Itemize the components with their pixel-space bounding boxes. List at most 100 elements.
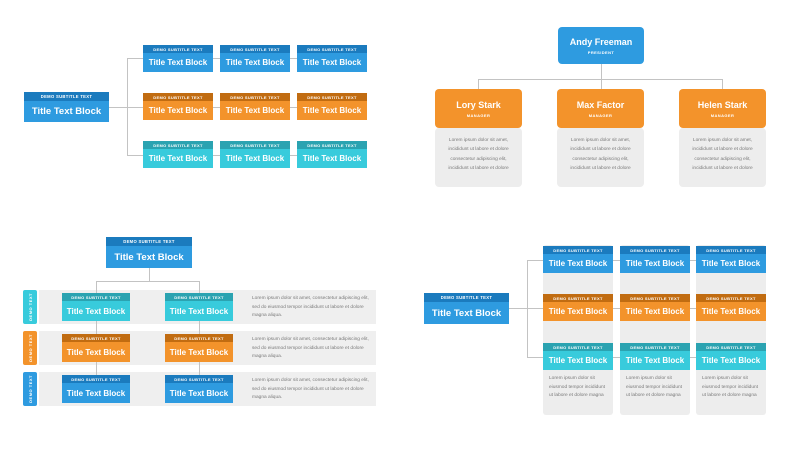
column-footer-text: Lorem ipsum dolor sit eiusmod tempor inc… [702,376,758,399]
column-card [696,245,766,415]
title-text-block: DEMO SUBTITLE TEXT Title Text Block [62,334,130,362]
block-subtitle: DEMO SUBTITLE TEXT [220,45,290,53]
title-text-block: DEMO SUBTITLE TEXT Title Text Block [620,246,690,273]
connector-line [527,260,543,261]
block-subtitle: DEMO SUBTITLE TEXT [220,93,290,101]
block-subtitle: DEMO SUBTITLE TEXT [62,334,130,342]
title-text-block: DEMO SUBTITLE TEXT Title Text Block [165,375,233,403]
title-text-block: DEMO SUBTITLE TEXT Title Text Block [696,343,766,370]
connector-line [613,308,620,309]
connector-line [290,155,297,156]
side-tab-label: DEMO TEXT [27,375,33,403]
block-title: Title Text Block [165,342,233,362]
connector-line [149,268,150,281]
block-subtitle: DEMO SUBTITLE TEXT [424,293,509,302]
manager-node: Max Factor MANAGER [557,89,644,128]
block-title: Title Text Block [620,302,690,321]
manager-description-card: Lorem ipsum dolor sit amet, incididunt u… [679,128,766,187]
connector-line [96,281,97,293]
block-title: Title Text Block [220,101,290,120]
column-footer-text: Lorem ipsum dolor sit eiusmod tempor inc… [549,376,605,399]
block-title: Title Text Block [143,53,213,72]
manager-role: MANAGER [466,112,491,118]
title-text-block: DEMO SUBTITLE TEXT Title Text Block [220,93,290,120]
block-title: Title Text Block [297,53,367,72]
title-text-block: DEMO SUBTITLE TEXT Title Text Block [62,293,130,321]
row-side-tab: DEMO TEXT [23,290,37,324]
block-subtitle: DEMO SUBTITLE TEXT [143,93,213,101]
row-description: Lorem ipsum dolor sit amet, consectetur … [252,296,369,319]
block-subtitle: DEMO SUBTITLE TEXT [106,237,192,246]
block-title: Title Text Block [297,101,367,120]
block-subtitle: DEMO SUBTITLE TEXT [543,246,613,254]
block-title: Title Text Block [297,149,367,168]
connector-line [96,362,97,375]
title-text-block: DEMO SUBTITLE TEXT Title Text Block [143,45,213,72]
connector-line [690,308,696,309]
connector-line [213,58,220,59]
row-description: Lorem ipsum dolor sit amet, consectetur … [252,337,369,360]
block-title: Title Text Block [543,302,613,321]
title-text-block: DEMO SUBTITLE TEXT Title Text Block [543,294,613,321]
side-tab-label: DEMO TEXT [27,334,33,362]
block-subtitle: DEMO SUBTITLE TEXT [696,246,766,254]
connector-line [690,260,696,261]
title-text-block: DEMO SUBTITLE TEXT Title Text Block [696,294,766,321]
block-title: Title Text Block [165,301,233,321]
block-title: Title Text Block [543,351,613,370]
block-subtitle: DEMO SUBTITLE TEXT [24,92,109,101]
title-text-block: DEMO SUBTITLE TEXT Title Text Block [220,45,290,72]
connector-line [527,357,543,358]
connector-line [199,281,200,293]
connector-line [213,107,220,108]
block-title: Title Text Block [62,383,130,403]
connector-line [96,321,97,334]
manager-role: MANAGER [588,112,613,118]
block-subtitle: DEMO SUBTITLE TEXT [62,293,130,301]
connector-line [127,58,143,59]
column-footer-text: Lorem ipsum dolor sit eiusmod tempor inc… [626,376,682,399]
connector-line [109,107,143,108]
title-text-block: DEMO SUBTITLE TEXT Title Text Block [143,141,213,168]
row-side-tab: DEMO TEXT [23,372,37,406]
block-title: Title Text Block [220,149,290,168]
manager-role: MANAGER [710,112,735,118]
connector-line [199,362,200,375]
connector-line [96,281,200,282]
manager-name: Lory Stark [456,99,501,110]
block-subtitle: DEMO SUBTITLE TEXT [696,343,766,351]
title-text-block: DEMO SUBTITLE TEXT Title Text Block [297,141,367,168]
block-subtitle: DEMO SUBTITLE TEXT [165,375,233,383]
connector-line [613,357,620,358]
block-title: Title Text Block [620,254,690,273]
block-title: Title Text Block [220,53,290,72]
connector-line [601,79,602,89]
root-title-block: DEMO SUBTITLE TEXT Title Text Block [424,293,509,324]
block-subtitle: DEMO SUBTITLE TEXT [165,334,233,342]
block-title: Title Text Block [143,101,213,120]
president-node: Andy Freeman PRESIDENT [558,27,644,64]
block-subtitle: DEMO SUBTITLE TEXT [620,294,690,302]
connector-line [601,64,602,79]
block-subtitle: DEMO SUBTITLE TEXT [165,293,233,301]
title-text-block: DEMO SUBTITLE TEXT Title Text Block [220,141,290,168]
president-name: Andy Freeman [569,36,633,47]
block-title: Title Text Block [696,254,766,273]
block-title: Title Text Block [620,351,690,370]
block-subtitle: DEMO SUBTITLE TEXT [543,294,613,302]
row-description: Lorem ipsum dolor sit amet, consectetur … [252,378,369,401]
side-tab-label: DEMO TEXT [27,293,33,321]
block-title: Title Text Block [543,254,613,273]
title-text-block: DEMO SUBTITLE TEXT Title Text Block [165,293,233,321]
manager-description-card: Lorem ipsum dolor sit amet, incididunt u… [435,128,522,187]
title-text-block: DEMO SUBTITLE TEXT Title Text Block [696,246,766,273]
connector-line [127,58,128,156]
block-subtitle: DEMO SUBTITLE TEXT [143,45,213,53]
title-text-block: DEMO SUBTITLE TEXT Title Text Block [543,343,613,370]
title-text-block: DEMO SUBTITLE TEXT Title Text Block [297,93,367,120]
block-title: Title Text Block [143,149,213,168]
block-subtitle: DEMO SUBTITLE TEXT [220,141,290,149]
title-text-block: DEMO SUBTITLE TEXT Title Text Block [62,375,130,403]
block-subtitle: DEMO SUBTITLE TEXT [543,343,613,351]
